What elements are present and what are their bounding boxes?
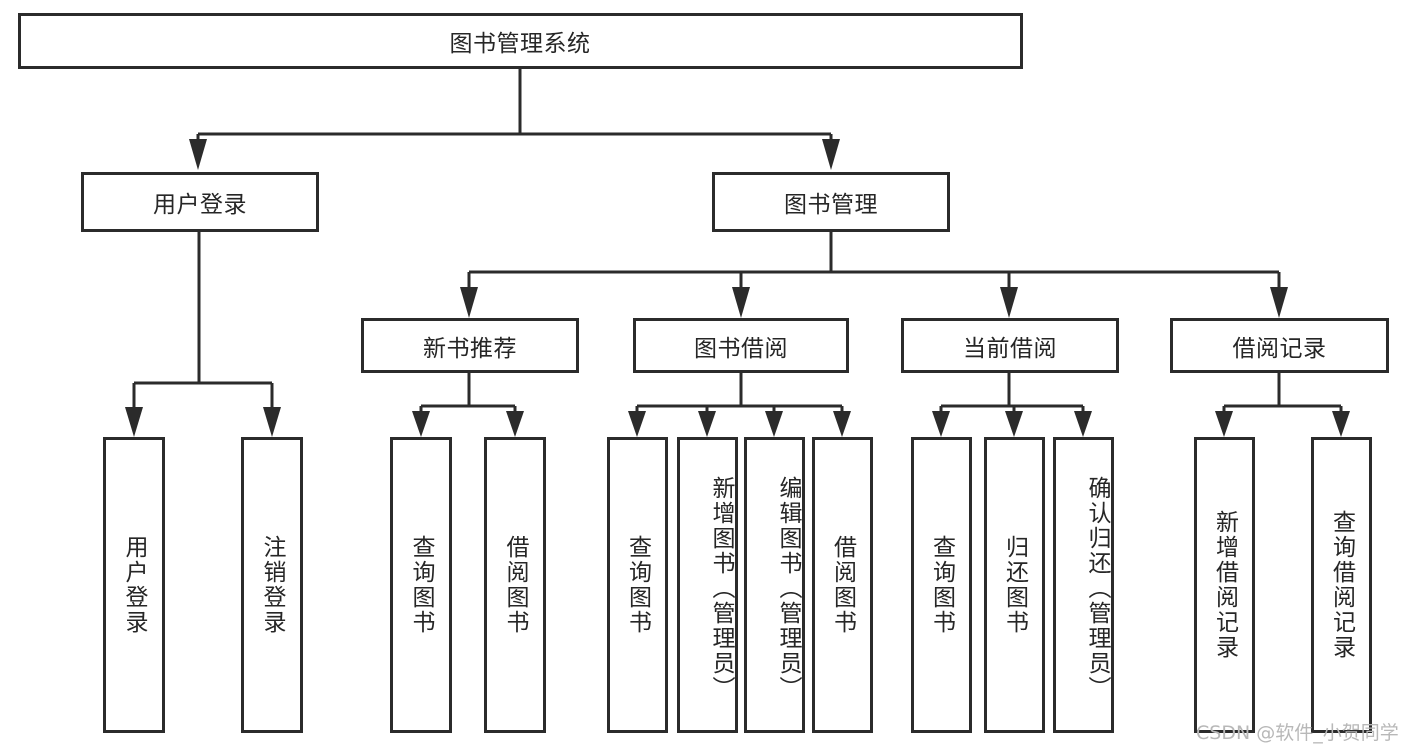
arrow-to-leaf-add-record xyxy=(1215,411,1233,437)
node-leaf-query-record-box[interactable] xyxy=(1311,437,1372,733)
csdn-watermark: CSDN @软件_小贺同学 xyxy=(1196,722,1399,744)
arrow-to-leaf-borrow-book-bb xyxy=(833,411,851,437)
node-leaf-edit-book-box[interactable] xyxy=(744,437,805,733)
node-user-login-box[interactable] xyxy=(81,172,319,232)
arrow-to-user-login xyxy=(189,139,207,170)
node-leaf-add-book-box[interactable] xyxy=(677,437,738,733)
arrow-to-leaf-add-book xyxy=(698,411,716,437)
arrow-to-leaf-edit-book xyxy=(765,411,783,437)
node-leaf-confirm-return-box[interactable] xyxy=(1053,437,1114,733)
arrow-to-borrow-record xyxy=(1270,287,1288,318)
node-leaf-user-logout-box[interactable] xyxy=(241,437,303,733)
node-leaf-query-book-bb-box[interactable] xyxy=(607,437,668,733)
arrow-to-leaf-query-book-cb xyxy=(932,411,950,437)
node-current-borrow-box[interactable] xyxy=(901,318,1119,373)
arrow-to-leaf-query-record xyxy=(1332,411,1350,437)
node-leaf-query-book-cb-box[interactable] xyxy=(911,437,972,733)
arrow-to-leaf-borrow-book-rec xyxy=(506,411,524,437)
arrow-to-new-book-rec xyxy=(460,287,478,318)
node-leaf-return-book-box[interactable] xyxy=(984,437,1045,733)
node-leaf-borrow-book-bb-box[interactable] xyxy=(812,437,873,733)
arrow-to-current-borrow xyxy=(1000,287,1018,318)
arrow-to-leaf-return-book xyxy=(1005,411,1023,437)
arrow-to-leaf-user-login xyxy=(125,407,143,437)
node-leaf-borrow-book-rec-box[interactable] xyxy=(484,437,546,733)
node-root-box[interactable] xyxy=(18,13,1023,69)
arrow-to-book-manage xyxy=(822,139,840,170)
arrow-to-leaf-confirm-return xyxy=(1074,411,1092,437)
arrow-to-leaf-user-logout xyxy=(263,407,281,437)
arrow-to-leaf-query-book-bb xyxy=(628,411,646,437)
node-leaf-add-record-box[interactable] xyxy=(1194,437,1255,733)
node-leaf-user-login-box[interactable] xyxy=(103,437,165,733)
node-book-borrow-box[interactable] xyxy=(633,318,849,373)
arrow-to-book-borrow xyxy=(732,287,750,318)
node-borrow-record-box[interactable] xyxy=(1170,318,1389,373)
arrow-to-leaf-query-book-rec xyxy=(412,411,430,437)
node-new-book-rec-box[interactable] xyxy=(361,318,579,373)
node-book-manage-box[interactable] xyxy=(712,172,950,232)
node-leaf-query-book-rec-box[interactable] xyxy=(390,437,452,733)
